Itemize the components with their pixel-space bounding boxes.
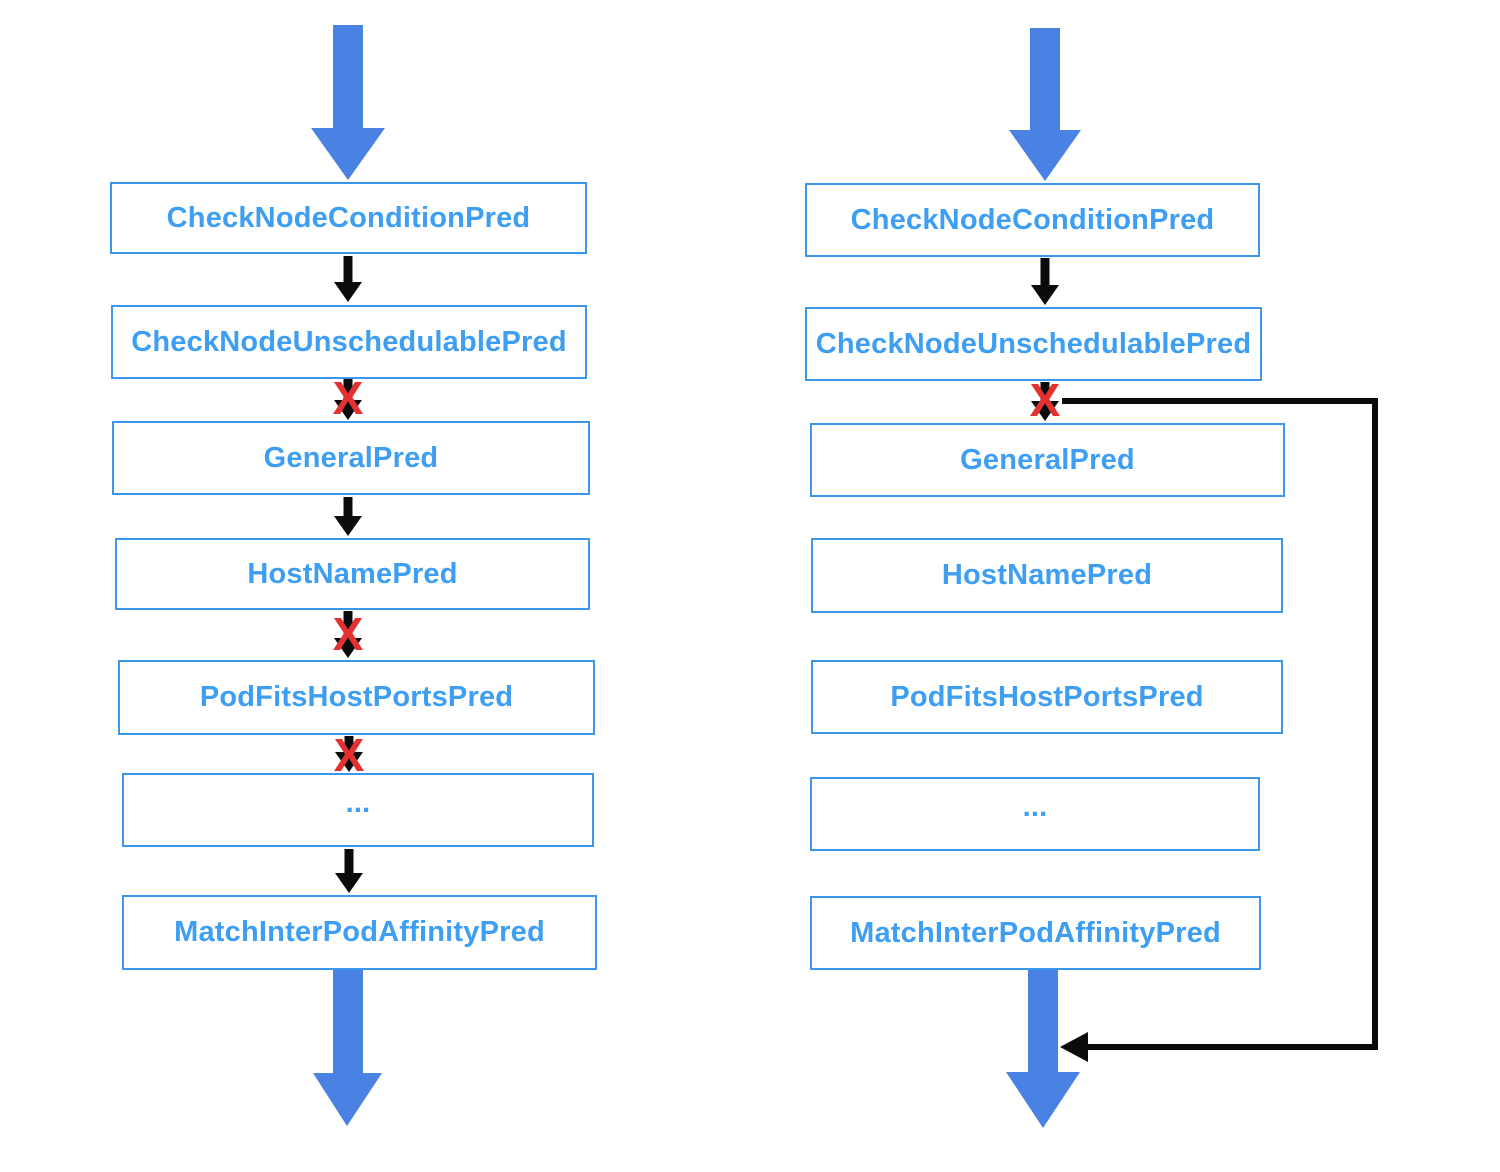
- down-arrow-icon: [334, 611, 362, 658]
- node-hostnamepred-left: HostNamePred: [115, 538, 590, 610]
- skip-connector-line: [1062, 398, 1378, 1050]
- down-arrow-icon: [335, 849, 363, 893]
- entry-arrow-icon-right: [1009, 28, 1081, 181]
- fail-x-icon: X: [333, 372, 364, 424]
- node-matchinterpodaffinitypred-right: MatchInterPodAffinityPred: [810, 896, 1261, 970]
- node-label: CheckNodeUnschedulablePred: [131, 325, 567, 358]
- node-label: PodFitsHostPortsPred: [199, 681, 514, 713]
- node-label: MatchInterPodAffinityPred: [174, 916, 545, 948]
- node-label: ...: [345, 786, 371, 819]
- node-label: HostNamePred: [941, 559, 1153, 591]
- down-arrow-icon: [334, 379, 362, 420]
- node-label: MatchInterPodAffinityPred: [850, 916, 1221, 949]
- node-ellipsis-left: ...: [122, 773, 594, 847]
- down-arrow-icon: [334, 497, 362, 536]
- node-label: GeneralPred: [960, 443, 1135, 476]
- node-checknodeunschedulablepred-left: CheckNodeUnschedulablePred: [111, 305, 587, 379]
- node-label: CheckNodeConditionPred: [166, 201, 531, 234]
- node-label: ...: [1022, 790, 1048, 823]
- exit-arrow-icon-left: [313, 970, 382, 1126]
- down-arrow-icon: [335, 736, 363, 772]
- node-podfitshostportspred-right: PodFitsHostPortsPred: [811, 660, 1283, 734]
- node-podfitshostportspred-left: PodFitsHostPortsPred: [118, 660, 595, 735]
- down-arrow-icon: [334, 256, 362, 302]
- node-label: HostNamePred: [247, 557, 458, 590]
- fail-x-icon: X: [1030, 374, 1061, 426]
- node-hostnamepred-right: HostNamePred: [811, 538, 1283, 613]
- fail-x-icon: X: [334, 729, 365, 781]
- exit-arrow-icon-right: [1006, 970, 1080, 1128]
- node-checknodeunschedulablepred-right: CheckNodeUnschedulablePred: [805, 307, 1262, 381]
- node-label: CheckNodeUnschedulablePred: [815, 327, 1252, 360]
- node-label: GeneralPred: [263, 441, 439, 474]
- skip-connector-arrowhead-icon: [1060, 1032, 1088, 1062]
- node-generalpred-right: GeneralPred: [810, 423, 1285, 497]
- node-label: PodFitsHostPortsPred: [890, 680, 1204, 713]
- entry-arrow-icon-left: [311, 25, 385, 180]
- node-checknodeconditionpred-left: CheckNodeConditionPred: [110, 182, 587, 254]
- node-matchinterpodaffinitypred-left: MatchInterPodAffinityPred: [122, 895, 597, 970]
- node-checknodeconditionpred-right: CheckNodeConditionPred: [805, 183, 1260, 257]
- node-generalpred-left: GeneralPred: [112, 421, 590, 495]
- node-ellipsis-right: ...: [810, 777, 1260, 851]
- node-label: CheckNodeConditionPred: [850, 203, 1215, 236]
- fail-x-icon: X: [333, 608, 364, 660]
- down-arrow-icon: [1031, 258, 1059, 305]
- down-arrow-icon: [1031, 382, 1059, 421]
